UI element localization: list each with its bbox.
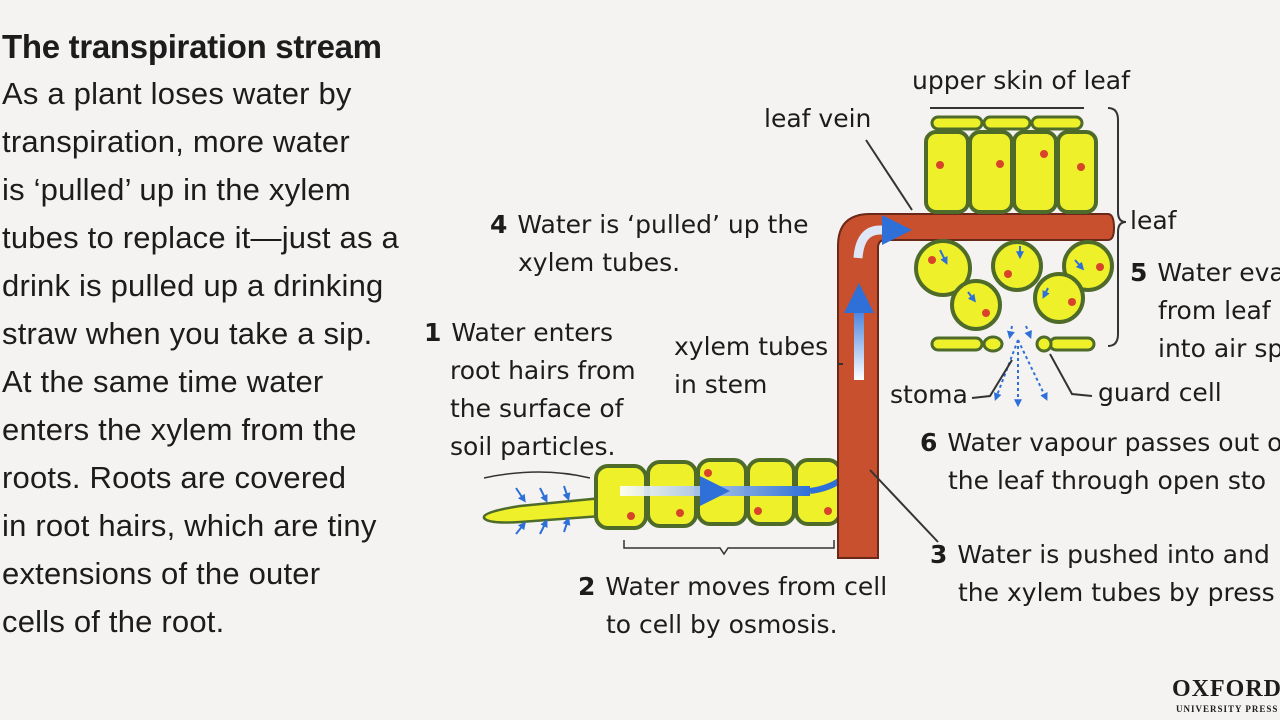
spongy-cells <box>914 239 1114 331</box>
body-text-line: cells of the root. <box>2 604 225 639</box>
body-text-line: straw when you take a sip. <box>2 316 373 351</box>
step-1-text: 1 Water enters <box>424 318 613 347</box>
leaf-label: leaf <box>1130 206 1177 235</box>
xylem-water <box>854 300 864 380</box>
body-text-line: in root hairs, which are tiny <box>2 508 377 543</box>
step-line: Water moves from cell <box>605 572 888 601</box>
body-text-line: extensions of the outer <box>2 556 321 591</box>
step-line: the xylem tubes by press <box>958 578 1275 607</box>
body-text-line: drink is pulled up a drinking <box>2 268 384 303</box>
leaf-vein-label: leaf vein <box>764 104 872 133</box>
publisher-logo-sub: UNIVERSITY PRESS <box>1176 704 1279 714</box>
root-hair <box>482 496 604 524</box>
body-text-line: is ‘pulled’ up in the xylem <box>2 172 351 207</box>
step-number: 2 <box>578 572 596 601</box>
step-line: soil particles. <box>450 432 616 461</box>
palisade-cells <box>924 130 1098 214</box>
stoma-label: stoma <box>890 380 968 409</box>
guard-cell-left <box>982 335 1004 353</box>
step-3-text: 3 Water is pushed into and <box>930 540 1270 569</box>
xylem-tube <box>837 213 1116 559</box>
step-line: Water is ‘pulled’ up the <box>517 210 809 239</box>
upper-leaf-skin <box>930 107 1084 131</box>
body-text-line: At the same time water <box>2 364 324 399</box>
step-line: from leaf <box>1158 296 1271 325</box>
step-line: Water enters <box>451 318 613 347</box>
section-heading: The transpiration stream <box>2 28 382 65</box>
step-line: xylem tubes. <box>518 248 681 277</box>
step-number: 1 <box>424 318 442 347</box>
step-line: into air sp <box>1158 334 1280 363</box>
lower-leaf-skin <box>930 335 1096 353</box>
xylem-stem-label: xylem tubes <box>674 332 829 361</box>
step-5-text: 5 Water eva <box>1130 258 1280 287</box>
leader-lines <box>483 107 1127 556</box>
guard-cell-right <box>1035 335 1053 353</box>
body-text-line: tubes to replace it—just as a <box>2 220 399 255</box>
body-text-line: enters the xylem from the <box>2 412 357 447</box>
step-line: the leaf through open sto <box>948 466 1267 495</box>
step-number: 3 <box>930 540 948 569</box>
step-line: root hairs from <box>450 356 636 385</box>
step-line: to cell by osmosis. <box>606 610 838 639</box>
step-line: Water is pushed into and <box>957 540 1270 569</box>
step-number: 6 <box>920 428 938 457</box>
publisher-logo: OXFORD <box>1172 676 1280 702</box>
step-line: Water vapour passes out o <box>947 428 1280 457</box>
step-4-text: 4 Water is ‘pulled’ up the <box>490 210 809 239</box>
upper-skin-label: upper skin of leaf <box>912 66 1130 95</box>
step-2-text: 2 Water moves from cell <box>578 572 887 601</box>
step-line: the surface of <box>450 394 624 423</box>
body-text-line: As a plant loses water by <box>2 76 352 111</box>
step-number: 5 <box>1130 258 1148 287</box>
step-number: 4 <box>490 210 508 239</box>
body-text-line: transpiration, more water <box>2 124 350 159</box>
step-line: Water eva <box>1157 258 1280 287</box>
guard-cell-label: guard cell <box>1098 378 1222 407</box>
body-text-line: roots. Roots are covered <box>2 460 347 495</box>
xylem-stem-label-2: in stem <box>674 370 768 399</box>
soil-water-arrows <box>515 485 571 535</box>
step-6-text: 6 Water vapour passes out o <box>920 428 1280 457</box>
